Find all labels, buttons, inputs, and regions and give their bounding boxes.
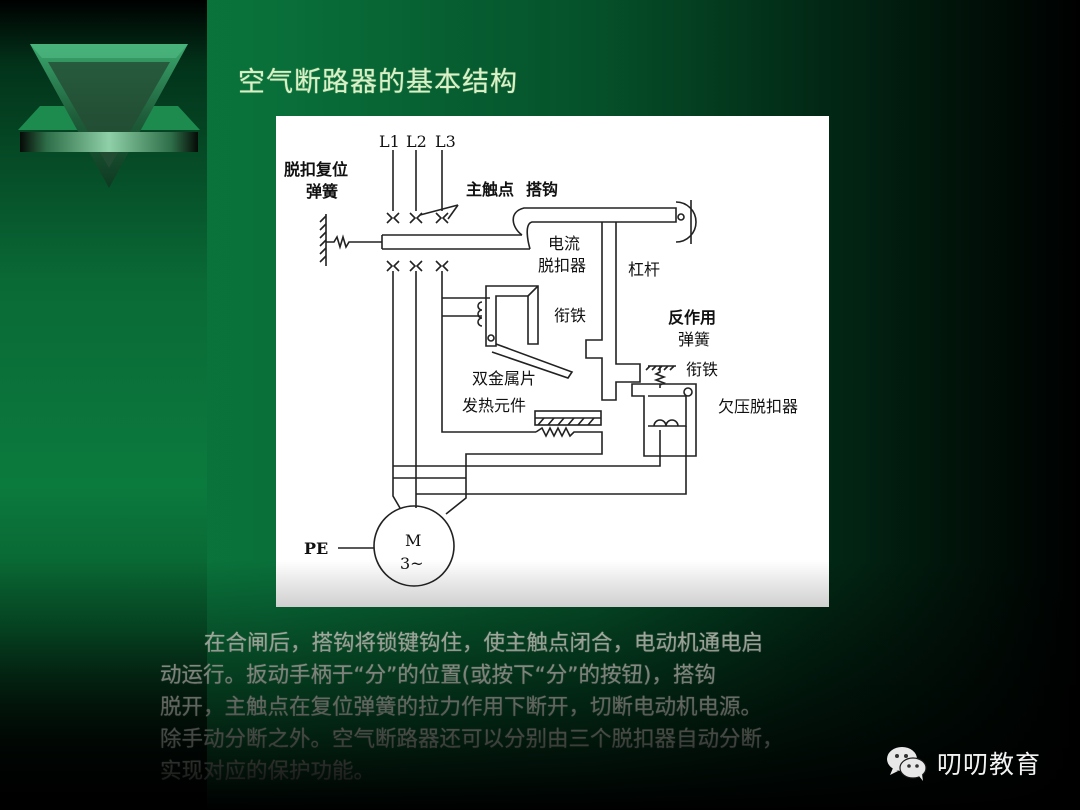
label-motor-m: M — [405, 531, 422, 550]
description-line: 动运行。扳动手柄于“分”的位置(或按下“分”的按钮)，搭钩 — [160, 663, 716, 688]
phase-label-l1: L1 — [379, 132, 400, 151]
label-lever: 杠杆 — [628, 260, 661, 279]
description-line: 脱开，主触点在复位弹簧的拉力作用下断开，切断电动机电源。 — [160, 695, 763, 720]
watermark-text: 叨叨教育 — [937, 750, 1042, 779]
circuit-breaker-diagram: L1 L2 L3 脱扣复位 弹簧 主触点 搭钩 电流 脱扣器 杠杆 衔铁 反作用… — [276, 116, 829, 607]
label-main-contact: 主触点 — [466, 180, 515, 199]
triangle-logo-icon — [18, 44, 200, 188]
label-trip-reset-spring-2: 弹簧 — [306, 182, 339, 201]
label-reaction-spring-1: 反作用 — [668, 308, 717, 327]
description-line: 实现对应的保护功能。 — [160, 759, 376, 784]
label-bimetal-strip: 双金属片 — [472, 369, 537, 388]
label-pe: PE — [304, 539, 329, 558]
label-undervoltage-release: 欠压脱扣器 — [718, 397, 799, 416]
label-hook: 搭钩 — [526, 180, 559, 199]
circuit-diagram-lines — [319, 150, 697, 587]
label-trip-reset-spring-1: 脱扣复位 — [284, 160, 349, 179]
watermark: 叨叨教育 — [885, 744, 1041, 782]
label-armature-1: 衔铁 — [554, 306, 587, 325]
label-armature-2: 衔铁 — [686, 360, 719, 379]
description-text: 在合闸后，搭钩将锁键钩住，使主触点闭合，电动机通电启 动运行。扳动手柄于“分”的… — [160, 628, 940, 788]
label-overcurrent-release-1: 电流 — [548, 234, 581, 253]
label-reaction-spring-2: 弹簧 — [678, 330, 711, 349]
slide-title: 空气断路器的基本结构 — [238, 67, 518, 98]
label-overcurrent-release-2: 脱扣器 — [538, 256, 587, 275]
wechat-icon — [887, 747, 927, 781]
phase-label-l2: L2 — [406, 132, 427, 151]
label-heating-element: 发热元件 — [462, 396, 527, 415]
label-motor-3phase: 3~ — [400, 554, 424, 573]
description-line: 除手动分断之外。空气断路器还可以分别由三个脱扣器自动分断， — [160, 727, 784, 752]
description-line: 在合闸后，搭钩将锁键钩住，使主触点闭合，电动机通电启 — [204, 631, 764, 656]
phase-label-l3: L3 — [435, 132, 456, 151]
